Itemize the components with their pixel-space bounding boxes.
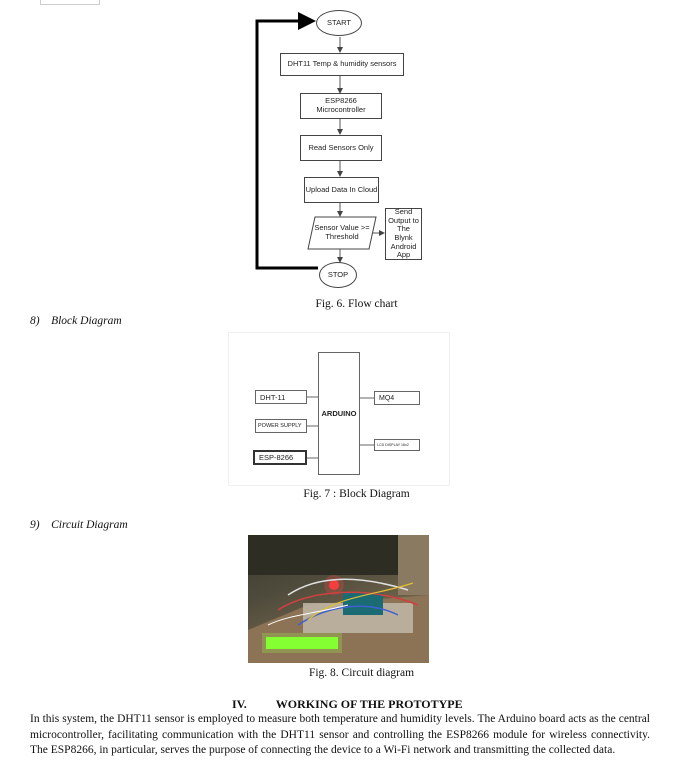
section-number: IV. (232, 697, 247, 711)
block-arduino-label: ARDUINO (321, 409, 357, 418)
fig7-caption: Fig. 7 : Block Diagram (303, 488, 410, 500)
block-power-supply: POWER SUPPLY (255, 419, 307, 433)
block-diagram-connectors (307, 396, 374, 459)
section-heading: IV. WORKING OF THE PROTOTYPE (232, 697, 463, 712)
flow-step-upload: Upload Data In Cloud (304, 177, 379, 203)
block-lcd-label: LCD DISPLAY 16x2 (377, 443, 409, 447)
fig6-caption: Fig. 6. Flow chart (315, 298, 398, 310)
flow-step-upload-label: Upload Data In Cloud (305, 184, 378, 194)
flow-start-label: START (327, 17, 351, 27)
block-esp8266: ESP-8266 (253, 450, 307, 465)
block-dht11-label: DHT-11 (260, 392, 286, 402)
flow-step-read-sensors-label: Read Sensors Only (308, 142, 374, 152)
fig8-caption: Fig. 8. Circuit diagram (308, 667, 415, 679)
flow-stop: STOP (319, 262, 357, 288)
flow-step-dht11-label: DHT11 Temp & humidity sensors (287, 59, 397, 69)
flow-step-esp8266-label: ESP8266 Microcontroller (316, 96, 366, 114)
block-mq4-label: MQ4 (379, 394, 395, 402)
flow-output-label: Send Output to The Blynk Android App (388, 207, 419, 260)
flow-output: Send Output to The Blynk Android App (385, 207, 422, 260)
section-paragraph: In this system, the DHT11 sensor is empl… (30, 713, 650, 756)
flowchart: START DHT11 Temp & humidity sensors ESP8… (240, 5, 440, 295)
block-diagram-heading: 8) Block Diagram (30, 315, 122, 327)
circuit-photo (248, 535, 429, 663)
top-left-fragment (40, 0, 100, 5)
block-dht11: DHT-11 (255, 390, 307, 404)
section-title: WORKING OF THE PROTOTYPE (275, 697, 463, 711)
flow-decision: Sensor Value >= Threshold (312, 217, 372, 249)
block-esp8266-label: ESP-8266 (259, 453, 294, 462)
flow-start: START (316, 10, 362, 36)
flow-step-read-sensors: Read Sensors Only (300, 135, 382, 161)
block-mq4: MQ4 (374, 391, 420, 405)
block-power-supply-label: POWER SUPPLY (258, 423, 302, 429)
flow-stop-label: STOP (327, 269, 349, 279)
circuit-diagram-heading: 9) Circuit Diagram (30, 519, 128, 531)
flow-step-esp8266: ESP8266 Microcontroller (300, 93, 382, 119)
block-arduino: ARDUINO (318, 352, 360, 475)
block-diagram: DHT-11 POWER SUPPLY ESP-8266 ARDUINO MQ4… (229, 333, 449, 485)
circuit-photo-graphic (248, 535, 429, 663)
flow-step-dht11: DHT11 Temp & humidity sensors (280, 53, 404, 76)
block-lcd: LCD DISPLAY 16x2 (374, 439, 420, 451)
flow-decision-label: Sensor Value >= Threshold (314, 223, 370, 241)
flow-decision-shape (307, 216, 377, 250)
